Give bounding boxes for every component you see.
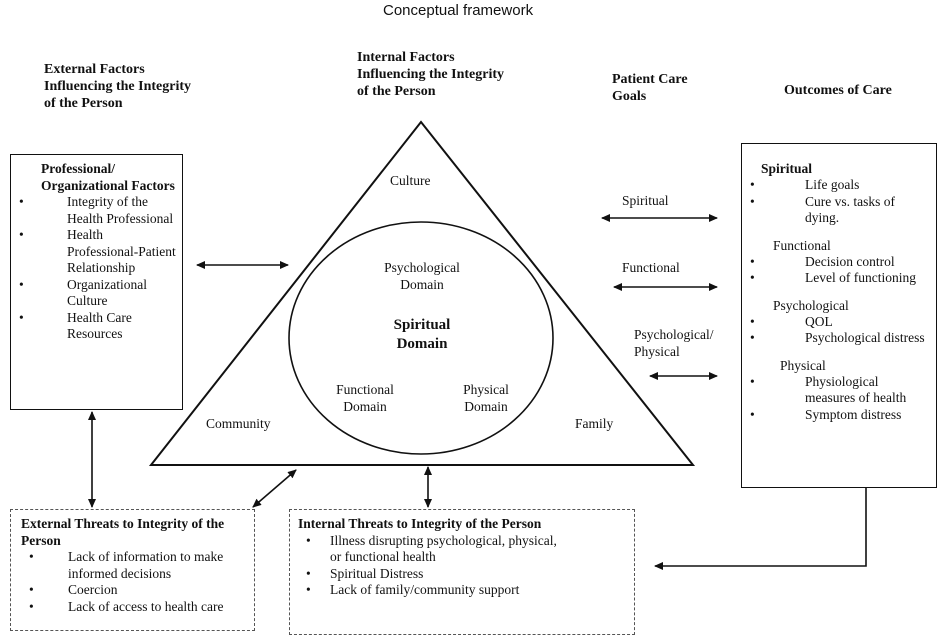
triangle-label-family: Family xyxy=(575,416,614,431)
outcome-functional-title: Functional xyxy=(773,237,831,253)
external-threats-box: External Threats to Integrity of the Per… xyxy=(10,509,255,631)
outcome-spiritual-title: Spiritual xyxy=(761,161,813,176)
page-title: Conceptual framework xyxy=(383,2,534,19)
outcomes-of-care-header: Outcomes of Care xyxy=(784,83,892,98)
outcome-psychological-title: Psychological xyxy=(773,297,849,313)
outcome-psychological-list: QOL Psychological distress xyxy=(742,314,932,347)
list-item: Coercion xyxy=(21,582,248,599)
external-threats-title: External Threats to Integrity of the Per… xyxy=(21,516,225,548)
outcome-functional-section: Functional Decision control Level of fun… xyxy=(742,237,932,287)
spiritual-domain-label: Spiritual Domain xyxy=(372,316,472,354)
outcome-spiritual-section: Spiritual Life goals Cure vs. tasks of d… xyxy=(742,160,932,227)
list-item: Symptom distress xyxy=(742,407,932,424)
goal-spiritual-label: Spiritual xyxy=(622,193,669,208)
list-item: Illness disrupting psychological, physic… xyxy=(298,533,560,566)
arrow-outcomes-internal-threats xyxy=(654,488,867,570)
internal-factors-triangle xyxy=(148,120,696,466)
outcome-physical-list: Physiological measures of health Symptom… xyxy=(742,374,932,424)
patient-care-goals-header: Patient Care Goals xyxy=(612,72,688,104)
psychological-domain-label: Psychological Domain xyxy=(384,260,460,292)
external-factors-header: External Factors Influencing the Integri… xyxy=(44,62,191,111)
list-item: Life goals xyxy=(742,177,932,194)
internal-threats-list: Illness disrupting psychological, physic… xyxy=(298,533,628,599)
list-item: Health Professional-Patient Relationship xyxy=(11,227,176,277)
list-item: Level of functioning xyxy=(742,270,932,287)
spiritual-domain-line2: Domain xyxy=(396,336,448,352)
list-item: Physiological measures of health xyxy=(742,374,932,407)
professional-factors-title: Professional/ Organizational Factors xyxy=(41,161,175,193)
list-item: Health Care Resources xyxy=(11,310,176,343)
triangle-label-community: Community xyxy=(206,416,271,431)
list-item: QOL xyxy=(742,314,932,331)
list-item: Spiritual Distress xyxy=(298,566,628,583)
list-item: Lack of information to make informed dec… xyxy=(21,549,248,582)
arrow-triangle-external-threats xyxy=(252,469,297,508)
internal-threats-title: Internal Threats to Integrity of the Per… xyxy=(298,516,542,531)
outcome-psychological-section: Psychological QOL Psychological distress xyxy=(742,297,932,347)
functional-domain-label: Functional Domain xyxy=(336,382,394,414)
spiritual-domain-circle xyxy=(288,221,554,455)
outcome-functional-list: Decision control Level of functioning xyxy=(742,254,932,287)
list-item: Organizational Culture xyxy=(11,277,176,310)
list-item: Decision control xyxy=(742,254,932,271)
outcomes-box: Spiritual Life goals Cure vs. tasks of d… xyxy=(741,143,937,488)
spiritual-domain-line1: Spiritual xyxy=(393,317,451,333)
outcome-physical-section: Physical Physiological measures of healt… xyxy=(742,357,932,424)
triangle-label-culture: Culture xyxy=(390,173,431,188)
outcome-physical-title: Physical xyxy=(780,357,826,373)
goal-psych-physical-label: Psychological/ Physical xyxy=(634,327,714,359)
professional-factors-box: Professional/ Organizational Factors Int… xyxy=(10,154,183,410)
list-item: Integrity of the Health Professional xyxy=(11,194,176,227)
goal-functional-label: Functional xyxy=(622,260,680,275)
list-item: Lack of family/community support xyxy=(298,582,628,599)
external-threats-list: Lack of information to make informed dec… xyxy=(21,549,248,615)
internal-threats-box: Internal Threats to Integrity of the Per… xyxy=(289,509,635,635)
professional-factors-list: Integrity of the Health Professional Hea… xyxy=(11,194,176,343)
physical-domain-label: Physical Domain xyxy=(463,382,509,414)
internal-factors-header: Internal Factors Influencing the Integri… xyxy=(357,50,504,99)
list-item: Psychological distress xyxy=(742,330,932,347)
list-item: Cure vs. tasks of dying. xyxy=(742,194,932,227)
list-item: Lack of access to health care xyxy=(21,599,248,616)
outcome-spiritual-list: Life goals Cure vs. tasks of dying. xyxy=(742,177,932,227)
